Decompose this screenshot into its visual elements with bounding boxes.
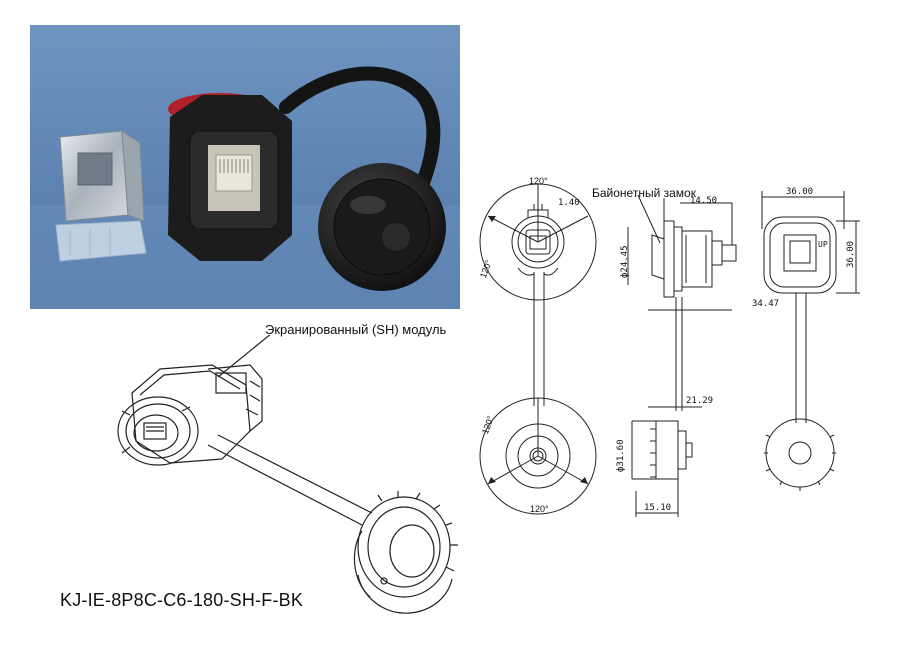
dim-24-45: ф24.45 bbox=[620, 245, 630, 278]
dim-34-47: 34.47 bbox=[752, 299, 780, 309]
dim-15-10: 15.10 bbox=[644, 503, 672, 513]
shield-cage-photo bbox=[55, 130, 147, 262]
shielded-module-callout: Экранированный (SH) модуль bbox=[265, 322, 447, 337]
up-mark: UP bbox=[818, 240, 828, 249]
dim-1-40: 1.40 bbox=[558, 198, 580, 208]
part-number: KJ-IE-8P8C-C6-180-SH-F-BK bbox=[60, 590, 304, 610]
dim-31-60: ф31.60 bbox=[616, 439, 626, 472]
bayonet-lock-callout: Байонетный замок bbox=[592, 186, 696, 200]
angle-cap-bottom: 120° bbox=[530, 504, 549, 514]
front-view-drawing bbox=[479, 183, 597, 515]
side-view-drawing bbox=[627, 195, 737, 517]
product-photo bbox=[30, 25, 460, 309]
dim-36-width: 36.00 bbox=[786, 187, 814, 197]
dim-21-29: 21.29 bbox=[686, 396, 714, 406]
cap-photo bbox=[318, 163, 446, 291]
angle-top: 120° bbox=[529, 176, 548, 186]
dim-14-50: 14.50 bbox=[690, 196, 718, 206]
dim-36-height: 36.00 bbox=[846, 240, 856, 268]
isometric-drawing bbox=[117, 335, 458, 614]
connector-photo bbox=[168, 95, 292, 261]
back-view-drawing bbox=[761, 191, 860, 491]
